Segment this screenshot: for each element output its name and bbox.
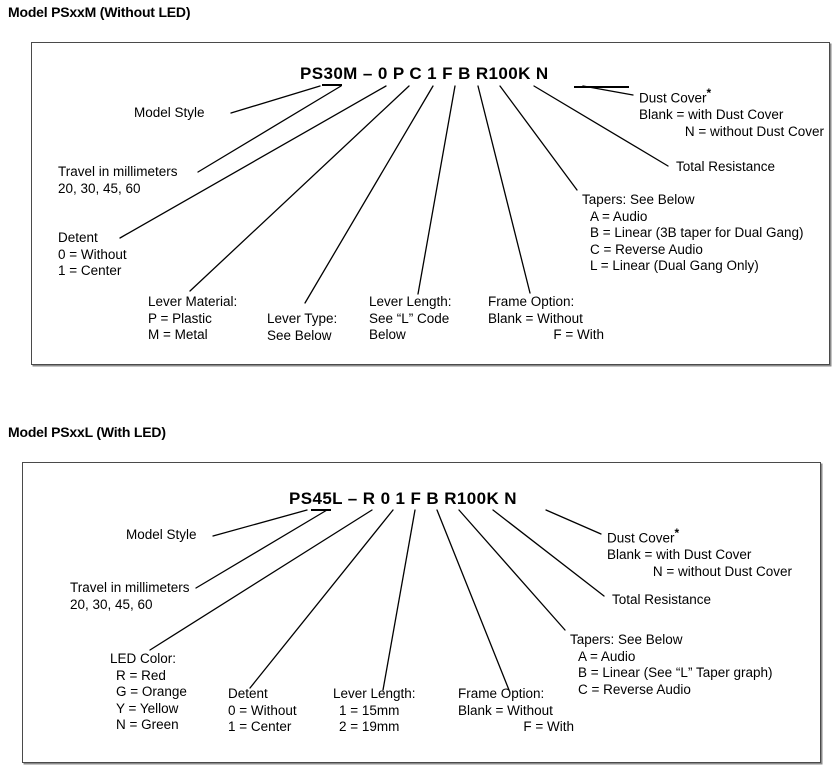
dust-cover-label: Dust Cover bbox=[639, 90, 707, 106]
callout-travel-psxxl: Travel in millimeters 20, 30, 45, 60 bbox=[70, 580, 190, 612]
callout-frame-option-psxxm: Frame Option: Blank = Without F = With bbox=[488, 294, 604, 342]
callout-detent-psxxl: Detent 0 = Without 1 = Center bbox=[228, 686, 297, 734]
part-number-psxxl: PS45L – R 0 1 F B R100K N bbox=[289, 489, 517, 508]
part-number-underline-psxxl bbox=[311, 509, 331, 511]
callout-detent-psxxm: Detent 0 = Without 1 = Center bbox=[58, 230, 127, 278]
callout-led-color-psxxl: LED Color: R = Red G = Orange Y = Yellow… bbox=[110, 651, 187, 732]
callout-travel-psxxm: Travel in millimeters 20, 30, 45, 60 bbox=[58, 164, 178, 196]
callout-total-resistance-psxxl: Total Resistance bbox=[612, 592, 712, 607]
section-title-psxxl: Model PSxxL (With LED) bbox=[8, 424, 166, 440]
dust-cover-leader-tail-psxxm bbox=[574, 86, 629, 88]
callout-tapers-psxxm: Tapers: See Below A = Audio B = Linear (… bbox=[582, 192, 804, 273]
callout-tapers-psxxl: Tapers: See Below A = Audio B = Linear (… bbox=[570, 632, 773, 697]
callout-dust-cover-psxxm: Dust Cover* Blank = with Dust Cover N = … bbox=[639, 86, 824, 139]
part-number-underline-psxxm bbox=[322, 84, 342, 86]
callout-lever-length-psxxl: Lever Length: 1 = 15mm 2 = 19mm bbox=[333, 686, 416, 734]
callout-lever-type-psxxm: Lever Type: See Below bbox=[267, 311, 338, 343]
dust-cover-label: Dust Cover bbox=[607, 530, 675, 546]
callout-total-resistance-psxxm: Total Resistance bbox=[676, 159, 776, 174]
section-title-psxxm: Model PSxxM (Without LED) bbox=[8, 4, 191, 20]
callout-model-style-psxxl: Model Style bbox=[126, 527, 197, 542]
callout-lever-length-psxxm: Lever Length: See “L” Code Below bbox=[369, 294, 452, 342]
asterisk-marker: * bbox=[706, 86, 712, 100]
part-number-psxxm: PS30M – 0 P C 1 F B R100K N bbox=[300, 64, 549, 83]
callout-lever-material-psxxm: Lever Material: P = Plastic M = Metal bbox=[148, 294, 238, 342]
callout-frame-option-psxxl: Frame Option: Blank = Without F = With bbox=[458, 686, 574, 734]
asterisk-marker: * bbox=[674, 526, 680, 540]
callout-dust-cover-psxxl: Dust Cover* Blank = with Dust Cover N = … bbox=[607, 526, 792, 579]
callout-model-style-psxxm: Model Style bbox=[134, 105, 205, 120]
